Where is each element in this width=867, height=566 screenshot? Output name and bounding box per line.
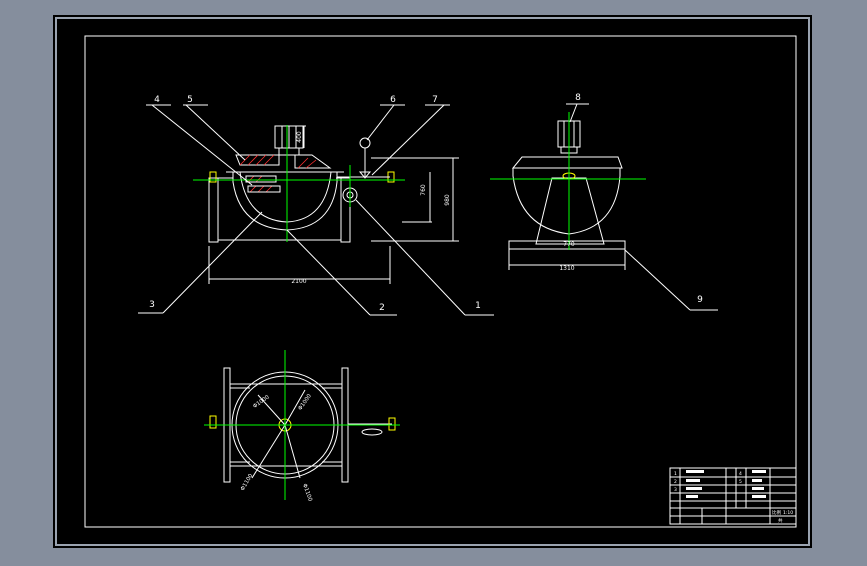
lid-right: [294, 154, 332, 169]
side-support-cone: [535, 177, 605, 245]
lid-hatching: [239, 154, 317, 193]
front-right-frame: [340, 177, 351, 243]
leader-d4: [284, 424, 301, 479]
tb-entry-7: [752, 487, 764, 490]
callout-9: 9: [697, 295, 703, 305]
safety-valve: [358, 171, 372, 179]
left-fitting: [209, 171, 217, 183]
tb-mark-1: 1: [674, 471, 677, 477]
tb-entry-5: [752, 470, 766, 473]
title-block-text: 1 2 3 4 5 比例 1:10 共: [674, 470, 793, 524]
tb-entry-4: [686, 495, 698, 498]
leader-d3: [251, 424, 286, 479]
dim-side-inner: 770: [563, 241, 575, 248]
front-left-frame: [208, 177, 219, 243]
agitator-blade-upper: [245, 175, 277, 183]
lid-left: [235, 154, 280, 166]
side-center-lines: [490, 112, 646, 250]
dim-front-height: 980: [444, 194, 451, 206]
tb-entry-8: [752, 495, 766, 498]
callout-labels: 4 5 6 7 8 3 2 1 9: [149, 93, 703, 313]
tb-scale-value: 1:10: [783, 510, 793, 516]
dim-side-base: 1310: [559, 265, 574, 272]
leader-d1: [284, 389, 306, 426]
dim-front-motor: 400: [296, 131, 303, 143]
dim-front-inner: 760: [420, 184, 427, 196]
tb-mark-3: 3: [674, 487, 677, 493]
side-base-plate: [508, 240, 626, 250]
plan-left-fitting: [209, 415, 217, 429]
tb-entry-3: [686, 487, 702, 490]
tb-sheet-label: 共: [778, 517, 783, 524]
callout-1: 1: [475, 301, 481, 311]
drawing-sheet: [53, 15, 812, 548]
plan-center-lines: [204, 350, 400, 500]
front-center-lines: [193, 125, 405, 242]
plan-right-fitting: [388, 417, 396, 431]
dim-front-width: 2100: [291, 278, 306, 285]
agitator-blade-lower: [247, 185, 281, 193]
tb-mark-5: 5: [739, 479, 742, 485]
tb-mark-4: 4: [739, 471, 742, 477]
title-block-frame: [669, 467, 797, 525]
callout-6: 6: [390, 95, 396, 105]
callout-4: 4: [154, 95, 160, 105]
plan-valve-handle: [361, 428, 383, 436]
callout-7: 7: [432, 95, 438, 105]
tb-entry-2: [686, 479, 700, 482]
callout-2: 2: [379, 303, 385, 313]
motor-fins: [281, 126, 297, 148]
drawing-frame: [84, 35, 797, 528]
title-block: [669, 467, 797, 525]
side-lid: [511, 156, 623, 169]
callout-5: 5: [187, 95, 193, 105]
tb-entry-1: [686, 470, 704, 473]
callout-8: 8: [575, 93, 581, 103]
motor-reducer: [278, 147, 300, 156]
tb-mark-2: 2: [674, 479, 677, 485]
callout-3: 3: [149, 300, 155, 310]
leader-d2: [257, 394, 286, 426]
tb-scale-label: 比例: [772, 509, 781, 516]
leader-lines: [138, 103, 718, 316]
sheet-outer-border: [55, 17, 810, 546]
tb-entry-6: [752, 479, 762, 482]
